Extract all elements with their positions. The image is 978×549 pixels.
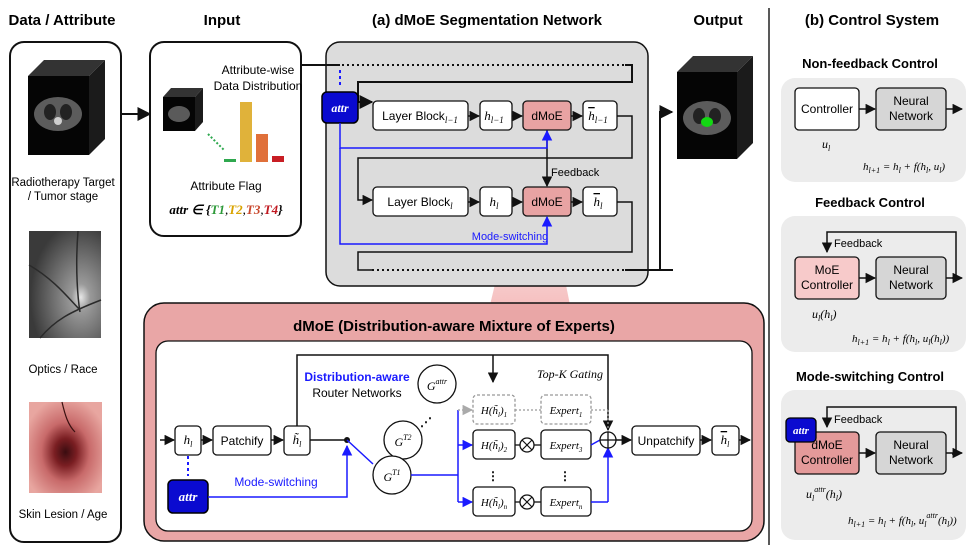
expert-row: H(h̃l)1 Expert1 — [472, 394, 609, 432]
dmoe-controller-line2: Controller — [801, 453, 853, 467]
svg-text:⋮: ⋮ — [487, 469, 499, 483]
topk-label: Top-K Gating — [537, 367, 603, 381]
skin-label: Skin Lesion / Age — [19, 509, 108, 521]
flag-label: Attribute Flag — [190, 179, 261, 193]
expert-row: H(h̃l)2 Expert3 — [472, 429, 601, 460]
header-input: Input — [204, 12, 241, 29]
hbar-prev-label: hl−1 — [588, 108, 608, 125]
dmoe-block-label: dMoE — [531, 195, 562, 209]
ct-volume-image — [28, 60, 105, 155]
feedback-label: Feedback — [551, 167, 600, 179]
expert-label: Expertn — [549, 497, 583, 511]
layer-block-prev-label: Layer Blockl−1 — [382, 109, 458, 125]
distribution-bar — [240, 102, 252, 162]
distribution-bar — [256, 134, 268, 162]
radiotherapy-label-line1: Radiotherapy Target — [11, 177, 115, 189]
mode-neural-line2: Network — [889, 453, 934, 467]
hbar-label: hl — [593, 194, 603, 211]
dmoe-hbar-label: hl — [721, 432, 731, 449]
optics-label: Optics / Race — [28, 364, 97, 376]
input-volume-image — [163, 88, 203, 131]
nonfeedback-neural-line2: Network — [889, 109, 934, 123]
dmoe-panel-title: dMoE (Distribution-aware Mixture of Expe… — [293, 318, 615, 335]
mode-switching-title: Mode-switching Control — [796, 369, 944, 384]
feedback-equation: hl+1 = hl + f(hl, ul(hl)) — [852, 333, 949, 347]
dist-label-line2: Data Distribution — [214, 79, 303, 93]
network-mode-switching-label: Mode-switching — [472, 231, 548, 243]
distribution-bar — [224, 159, 236, 162]
dmoe-htilde-label: h̃l — [293, 432, 303, 449]
distribution-bar — [272, 156, 284, 162]
expert-label: Expert1 — [549, 405, 583, 419]
dmoe-mode-switching-label: Mode-switching — [234, 475, 317, 489]
flag-expression: attr ∈ {T1,T2,T3,T4} — [169, 202, 283, 217]
feedback-control-label: Feedback — [834, 238, 883, 250]
header-data-attribute: Data / Attribute — [9, 12, 116, 29]
network-to-output-arrow — [659, 105, 674, 270]
svg-text:⋰: ⋰ — [420, 415, 432, 429]
skin-lesion-image — [29, 402, 102, 493]
h-prev-label: hl−1 — [484, 108, 504, 125]
svg-text:⋮: ⋮ — [559, 469, 571, 483]
control-attr-button[interactable] — [785, 417, 817, 443]
dmoe-inner-panel — [155, 340, 753, 532]
nonfeedback-title: Non-feedback Control — [802, 56, 938, 71]
network-panel — [325, 41, 649, 287]
nonfeedback-u: ul — [822, 137, 831, 153]
network-attr-label: attr — [331, 101, 349, 115]
header-control: (b) Control System — [805, 12, 939, 29]
header-network: (a) dMoE Segmentation Network — [372, 12, 603, 29]
distribution-bars — [224, 102, 284, 162]
expert-node[interactable] — [540, 394, 592, 425]
flag-t4: T4 — [264, 202, 279, 217]
router-g-t1-label: GT1 — [383, 468, 400, 484]
moe-controller-line2: Controller — [801, 278, 853, 292]
expert-label: Expert3 — [549, 440, 583, 454]
feedback-neural-line2: Network — [889, 278, 934, 292]
mode-feedback-label: Feedback — [834, 414, 883, 426]
dmoe-controller-line1: dMoE — [811, 438, 842, 452]
h-label: hl — [489, 194, 499, 211]
expert-row: H(h̃l)n Expertn — [472, 446, 614, 517]
control-attr-label: attr — [793, 425, 810, 437]
nonfeedback-neural-line1: Neural — [893, 94, 928, 108]
unpatchify-label: Unpatchify — [638, 434, 695, 448]
output-volume-image — [677, 56, 753, 159]
router-score-label: H(h̃l)n — [480, 496, 508, 511]
flag-t3: T3 — [246, 202, 261, 217]
feedback-u: ul(hl) — [812, 307, 836, 323]
patchify-label: Patchify — [221, 434, 264, 448]
router-score-label: H(h̃l)1 — [480, 404, 507, 419]
dmoe-h-label: hl — [184, 432, 194, 449]
flag-prefix: attr ∈ { — [169, 202, 212, 217]
dmoe-attr-label: attr — [179, 489, 199, 504]
dmoe-block-prev-label: dMoE — [531, 109, 562, 123]
flag-t2: T2 — [228, 202, 243, 217]
router-sub: Router Networks — [312, 386, 401, 400]
feedback-neural-line1: Neural — [893, 263, 928, 277]
router-g-attr[interactable] — [417, 364, 457, 404]
radiotherapy-label-line2: / Tumor stage — [28, 191, 98, 203]
moe-controller-line1: MoE — [815, 263, 840, 277]
header-output: Output — [693, 12, 742, 29]
router-g-attr-label: Gattr — [427, 377, 448, 393]
router-title: Distribution-aware — [304, 370, 410, 384]
router-g-t2-label: GT2 — [394, 433, 411, 449]
router-score-label: H(h̃l)2 — [480, 439, 508, 454]
nonfeedback-equation: hl+1 = hl + f(hl, ul) — [863, 161, 945, 175]
dist-label-line1: Attribute-wise — [222, 63, 295, 77]
mode-equation: hl+1 = hl + f(hl, ulattr(hl)) — [848, 511, 957, 529]
feedback-title: Feedback Control — [815, 195, 925, 210]
nonfeedback-controller-label: Controller — [801, 102, 853, 116]
layer-block-label: Layer Blockl — [387, 195, 453, 211]
retina-image — [29, 231, 101, 338]
mode-neural-line1: Neural — [893, 438, 928, 452]
flag-t1: T1 — [211, 202, 225, 217]
